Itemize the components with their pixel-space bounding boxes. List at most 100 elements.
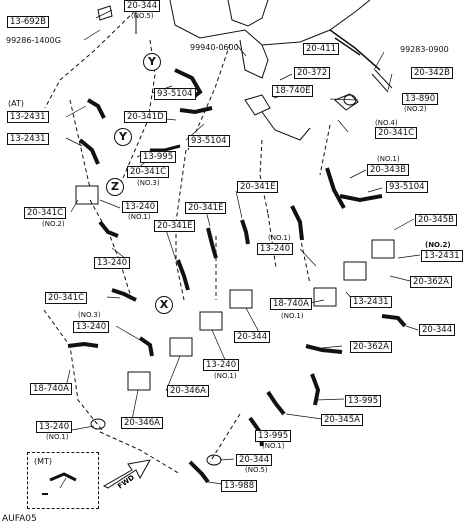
part-label: 13-240	[73, 321, 110, 333]
hose-shape	[138, 336, 154, 357]
solenoid-valve	[127, 371, 151, 391]
hose-shape	[381, 314, 407, 328]
part-label: 20-344	[234, 331, 271, 343]
part-label: 20-411	[303, 43, 340, 55]
hose-shape	[240, 219, 250, 245]
part-label: 13-2431	[421, 250, 463, 262]
hose-shape	[266, 390, 286, 416]
figure-code: AUFA05	[2, 514, 37, 524]
vacuum-line	[209, 413, 241, 463]
hose-shape	[86, 98, 106, 119]
mt-note: (MT)	[34, 457, 53, 466]
bracket-outline	[261, 111, 311, 141]
solenoid-valve	[169, 337, 193, 357]
sensor-shape	[334, 93, 359, 111]
solenoid-valve	[371, 239, 395, 259]
part-note: (NO.3)	[78, 311, 101, 319]
pipe-shape	[329, 29, 381, 71]
part-label: 20-341E	[185, 202, 227, 214]
part-label: 13-240	[257, 243, 294, 255]
part-label: 18-740A	[270, 298, 312, 310]
part-label: 18-740A	[30, 383, 72, 395]
part-note: (NO.2)	[404, 105, 427, 113]
vacuum-line	[43, 309, 103, 431]
vacuum-line	[319, 124, 331, 176]
part-note: (NO.1)	[214, 372, 237, 380]
hose-shape	[150, 144, 181, 152]
part-note: (NO.1)	[46, 433, 69, 441]
intake-manifold-outline	[169, 0, 371, 46]
part-note: (NO.3)	[137, 179, 160, 187]
part-label: 20-362A	[410, 276, 452, 288]
part-note: (NO.2)	[425, 241, 451, 249]
vacuum-line	[99, 431, 181, 475]
hose-shape	[179, 106, 213, 115]
part-label: 13-240	[203, 359, 240, 371]
vacuum-line	[187, 43, 231, 151]
part-label: 20-362A	[350, 341, 392, 353]
part-label: 20-372	[294, 67, 331, 79]
hose-shape	[111, 288, 137, 302]
part-label: 20-346A	[167, 385, 209, 397]
part-note: (NO.1)	[128, 213, 151, 221]
part-label-plain: 99940-0600	[190, 43, 239, 52]
view-marker-z: Z	[106, 178, 124, 196]
vacuum-line	[299, 235, 311, 285]
part-label: 13-240	[122, 201, 159, 213]
part-label: 20-341D	[124, 111, 167, 123]
part-label: 13-890	[402, 93, 439, 105]
part-label: 13-995	[255, 430, 292, 442]
part-label: 20-344	[419, 324, 456, 336]
vacuum-line	[69, 99, 91, 189]
solenoid-valve-group	[75, 185, 395, 391]
part-label: 13-2431	[7, 133, 49, 145]
solenoid-valve	[229, 289, 253, 309]
part-label: 20-341C	[45, 292, 88, 304]
view-marker-y: Y	[114, 128, 132, 146]
part-note: (NO.4)	[375, 119, 398, 127]
hose-shape	[176, 259, 190, 291]
part-label-plain: 99283-0900	[400, 45, 449, 54]
part-label: 20-341C	[375, 127, 418, 139]
part-label: 20-341C	[127, 166, 170, 178]
part-label: 20-341E	[237, 181, 279, 193]
part-note: (NO.1)	[281, 312, 304, 320]
part-label: 18-740E	[272, 85, 314, 97]
hose-shape	[305, 344, 343, 354]
hose-shape	[290, 205, 304, 241]
hose-shape	[67, 341, 99, 348]
vacuum-line	[175, 220, 185, 301]
vacuum-line	[267, 213, 277, 269]
vacuum-line	[259, 139, 269, 215]
part-label: 20-341C	[24, 207, 67, 219]
part-note: (NO.1)	[262, 442, 285, 450]
part-label: 13-995	[140, 151, 177, 163]
part-label: 20-344	[236, 454, 273, 466]
part-label	[42, 493, 48, 495]
at-note: (AT)	[8, 99, 24, 108]
fwd-arrow-shape	[102, 459, 151, 489]
part-label: 20-344	[124, 0, 161, 12]
part-label: 20-346A	[121, 417, 163, 429]
solenoid-valve	[75, 185, 99, 205]
solenoid-valve	[199, 311, 223, 331]
part-label: 13-988	[221, 480, 258, 492]
hose-shape	[206, 227, 218, 259]
check-valve	[90, 418, 106, 430]
clip-shape	[97, 5, 113, 21]
solenoid-valve	[343, 261, 367, 281]
check-valve-group	[90, 94, 357, 466]
mt-hose-shape	[49, 472, 77, 482]
view-marker-x: X	[155, 296, 173, 314]
part-note: (NO.5)	[245, 466, 268, 474]
view-marker-y: Y	[143, 53, 161, 71]
hose-shape	[325, 167, 346, 209]
throttle-body-outline	[227, 0, 269, 27]
vacuum-line	[44, 5, 141, 109]
part-label: 13-692B	[7, 16, 49, 28]
vacuum-line	[89, 199, 133, 301]
part-label: 13-995	[345, 395, 382, 407]
part-note: (NO.5)	[131, 12, 154, 20]
